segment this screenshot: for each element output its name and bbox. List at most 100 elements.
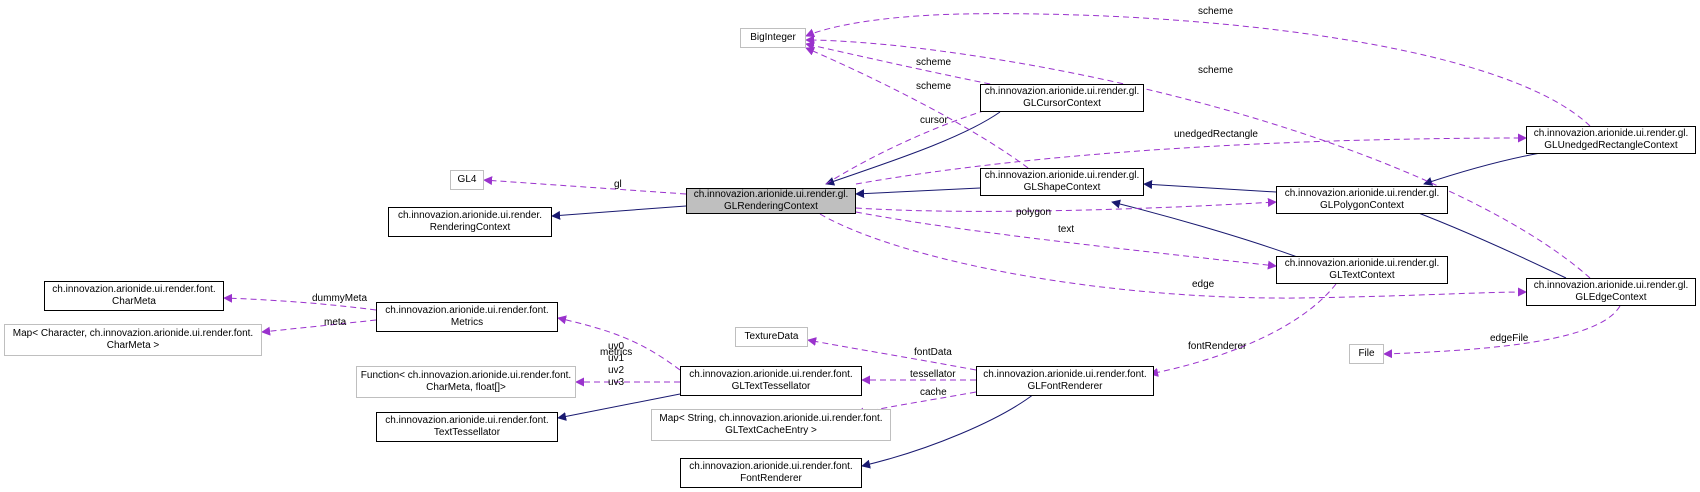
node-map-cache[interactable]: Map< String, ch.innovazion.arionide.ui.r… bbox=[651, 409, 891, 441]
node-line: GLEdgeContext bbox=[1575, 292, 1647, 303]
node-file[interactable]: File bbox=[1349, 344, 1384, 364]
label-edge: edge bbox=[1192, 279, 1215, 290]
node-line: ch.innovazion.arionide.ui.render.font. bbox=[983, 369, 1147, 380]
label-tessellator: tessellator bbox=[910, 369, 956, 380]
edge-metrics-to-map bbox=[261, 319, 377, 336]
node-line: GLTextCacheEntry > bbox=[725, 425, 817, 436]
node-charmeta[interactable]: ch.innovazion.arionide.ui.render.font. C… bbox=[44, 281, 224, 311]
label-uv0: uv0 bbox=[608, 341, 625, 352]
edge-gledge-to-biginteger bbox=[805, 35, 1591, 279]
node-gl-cursor-context[interactable]: ch.innovazion.arionide.ui.render.gl. GLC… bbox=[980, 84, 1144, 112]
edge-cursor-to-biginteger bbox=[805, 41, 1001, 87]
edge-glrendering-to-polygon bbox=[855, 197, 1277, 212]
node-map-charmeta[interactable]: Map< Character, ch.innovazion.arionide.u… bbox=[4, 324, 262, 356]
node-gl-rendering-context[interactable]: ch.innovazion.arionide.ui.render.gl. GLR… bbox=[686, 188, 856, 214]
edge-glrendering-to-rendering bbox=[551, 205, 687, 220]
node-line: ch.innovazion.arionide.ui.render. bbox=[398, 210, 542, 221]
edge-glcursor-to-glrendering bbox=[825, 111, 1001, 186]
node-line: FontRenderer bbox=[740, 473, 802, 484]
edge-gledge-to-file bbox=[1383, 305, 1621, 359]
edge-glrendering-to-text bbox=[855, 211, 1277, 270]
label-font-renderer: fontRenderer bbox=[1188, 341, 1247, 352]
node-line: BigInteger bbox=[750, 32, 796, 43]
label-uv1: uv1 bbox=[608, 353, 625, 364]
edge-glrendering-to-gl4 bbox=[483, 176, 687, 195]
label-gl: gl bbox=[614, 179, 622, 190]
edge-glrendering-to-unedged bbox=[855, 133, 1527, 185]
node-gl-edge-context[interactable]: ch.innovazion.arionide.ui.render.gl. GLE… bbox=[1526, 278, 1696, 306]
node-line: GLCursorContext bbox=[1023, 98, 1101, 109]
node-line: ch.innovazion.arionide.ui.render.gl. bbox=[1284, 188, 1440, 199]
edge-gledge-to-glpolygon bbox=[1399, 204, 1567, 279]
edge-glunedged-to-glpolygon bbox=[1423, 151, 1547, 186]
node-gl-polygon-context[interactable]: ch.innovazion.arionide.ui.render.gl. GLP… bbox=[1276, 186, 1448, 214]
node-texturedata[interactable]: TextureData bbox=[735, 327, 808, 347]
node-line: ch.innovazion.arionide.ui.render.gl. bbox=[693, 189, 849, 200]
node-line: ch.innovazion.arionide.ui.render.font. bbox=[689, 461, 853, 472]
edge-gltext-to-glshape bbox=[1111, 199, 1301, 259]
node-gl-font-renderer[interactable]: ch.innovazion.arionide.ui.render.font. G… bbox=[976, 366, 1154, 396]
edge-unedged-to-biginteger bbox=[805, 13, 1591, 127]
edge-gltexttess-to-texttess bbox=[557, 393, 681, 421]
label-metrics: metrics bbox=[600, 347, 632, 358]
node-line: Map< Character, ch.innovazion.arionide.u… bbox=[12, 328, 254, 339]
label-uv2: uv2 bbox=[608, 365, 625, 376]
node-line: CharMeta bbox=[112, 296, 156, 307]
node-line: GLUnedgedRectangleContext bbox=[1544, 140, 1678, 151]
edge-glfont-to-texturedata bbox=[807, 337, 977, 371]
node-gl-unedged-rectangle-context[interactable]: ch.innovazion.arionide.ui.render.gl. GLU… bbox=[1526, 126, 1696, 154]
node-line: GLFontRenderer bbox=[1027, 381, 1103, 392]
edge-glrendering-to-cursor bbox=[825, 103, 1001, 185]
label-scheme-top: scheme bbox=[1198, 6, 1233, 17]
label-meta: meta bbox=[324, 317, 347, 328]
node-line: ch.innovazion.arionide.ui.render.font. bbox=[52, 284, 216, 295]
node-line: ch.innovazion.arionide.ui.render.font. bbox=[689, 369, 853, 380]
node-metrics[interactable]: ch.innovazion.arionide.ui.render.font. M… bbox=[376, 302, 558, 332]
node-line: GLRenderingContext bbox=[724, 201, 818, 212]
usage-edges bbox=[223, 13, 1621, 417]
node-gl-shape-context[interactable]: ch.innovazion.arionide.ui.render.gl. GLS… bbox=[980, 168, 1144, 196]
label-font-data: fontData bbox=[914, 347, 952, 358]
node-line: CharMeta > bbox=[106, 340, 160, 351]
edge-glpolygon-to-glshape bbox=[1143, 179, 1277, 193]
node-line: GL4 bbox=[457, 174, 477, 185]
edge-gltexttess-to-metrics bbox=[557, 315, 681, 371]
node-line: GLTextTessellator bbox=[731, 381, 811, 392]
edge-labels: scheme scheme scheme scheme cursor unedg… bbox=[312, 6, 1529, 398]
node-line: ch.innovazion.arionide.ui.render.gl. bbox=[1284, 258, 1440, 269]
node-line: ch.innovazion.arionide.ui.render.gl. bbox=[984, 86, 1140, 97]
edge-glfont-to-font bbox=[861, 393, 1035, 469]
node-line: Metrics bbox=[450, 317, 484, 328]
label-scheme-shape: scheme bbox=[916, 81, 951, 92]
label-cache: cache bbox=[920, 387, 947, 398]
node-font-renderer[interactable]: ch.innovazion.arionide.ui.render.font. F… bbox=[680, 458, 862, 488]
edge-gltext-to-glfont bbox=[1149, 283, 1337, 377]
node-line: GLTextContext bbox=[1329, 270, 1395, 281]
node-function-charmeta[interactable]: Function< ch.innovazion.arionide.ui.rend… bbox=[356, 366, 576, 398]
node-line: File bbox=[1358, 348, 1375, 359]
node-rendering-context[interactable]: ch.innovazion.arionide.ui.render. Render… bbox=[388, 207, 552, 237]
node-line: ch.innovazion.arionide.ui.render.gl. bbox=[984, 170, 1140, 181]
node-line: Map< String, ch.innovazion.arionide.ui.r… bbox=[659, 413, 883, 424]
edge-glshape-to-glrendering bbox=[855, 187, 981, 199]
node-biginteger[interactable]: BigInteger bbox=[740, 28, 806, 48]
label-polygon: polygon bbox=[1016, 207, 1051, 218]
node-gl-text-tessellator[interactable]: ch.innovazion.arionide.ui.render.font. G… bbox=[680, 366, 862, 396]
label-uv3: uv3 bbox=[608, 377, 625, 388]
node-line: RenderingContext bbox=[429, 222, 511, 233]
label-text: text bbox=[1058, 224, 1074, 235]
node-line: CharMeta, float[]> bbox=[426, 382, 506, 393]
node-line: ch.innovazion.arionide.ui.render.font. bbox=[385, 415, 549, 426]
node-line: ch.innovazion.arionide.ui.render.gl. bbox=[1533, 128, 1689, 139]
label-cursor: cursor bbox=[920, 115, 948, 126]
node-gl4[interactable]: GL4 bbox=[450, 170, 484, 190]
inheritance-edges bbox=[551, 111, 1567, 469]
edge-glrendering-to-edge bbox=[819, 213, 1527, 299]
node-line: TextTessellator bbox=[433, 427, 501, 438]
node-text-tessellator[interactable]: ch.innovazion.arionide.ui.render.font. T… bbox=[376, 412, 558, 442]
label-scheme-edge: scheme bbox=[1198, 65, 1233, 76]
label-unedged-rectangle: unedgedRectangle bbox=[1174, 129, 1258, 140]
node-gl-text-context[interactable]: ch.innovazion.arionide.ui.render.gl. GLT… bbox=[1276, 256, 1448, 284]
node-line: GLPolygonContext bbox=[1320, 200, 1404, 211]
